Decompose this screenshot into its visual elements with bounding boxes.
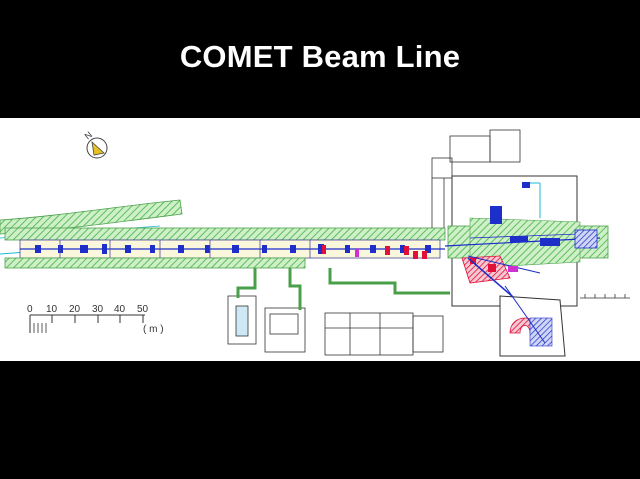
main-beamline-tunnel — [4, 227, 446, 269]
beamline-layout-drawing: N — [0, 129, 630, 357]
scale-unit: ( m ) — [143, 324, 164, 335]
scale-tick-50: 50 — [137, 304, 149, 315]
tunnel-segment-dividers — [59, 240, 311, 258]
scale-tick-40: 40 — [114, 304, 126, 315]
scale-tick-10: 10 — [46, 304, 58, 315]
comet-experiment-building — [499, 285, 566, 357]
bottom-bar — [0, 361, 640, 479]
slide-title: COMET Beam Line — [179, 39, 461, 74]
beamline-elements — [35, 244, 431, 254]
scale-tick-0: 0 — [27, 304, 33, 315]
small-scale-marks — [580, 294, 630, 299]
experimental-hall — [444, 175, 609, 307]
title-bar: COMET Beam Line — [0, 0, 640, 118]
beamline-layout-figure: N — [0, 118, 640, 361]
scale-tick-20: 20 — [69, 304, 81, 315]
access-ducts — [236, 268, 450, 310]
north-compass-icon: N — [83, 130, 108, 159]
scale-bar: 0 10 20 30 40 50 ( m ) — [27, 304, 164, 335]
red-magnets — [322, 245, 427, 259]
compass-north-label: N — [83, 130, 94, 142]
switchyard-magnets — [461, 255, 541, 304]
scale-tick-30: 30 — [92, 304, 104, 315]
upper-building — [431, 129, 521, 228]
lower-buildings — [227, 295, 444, 356]
